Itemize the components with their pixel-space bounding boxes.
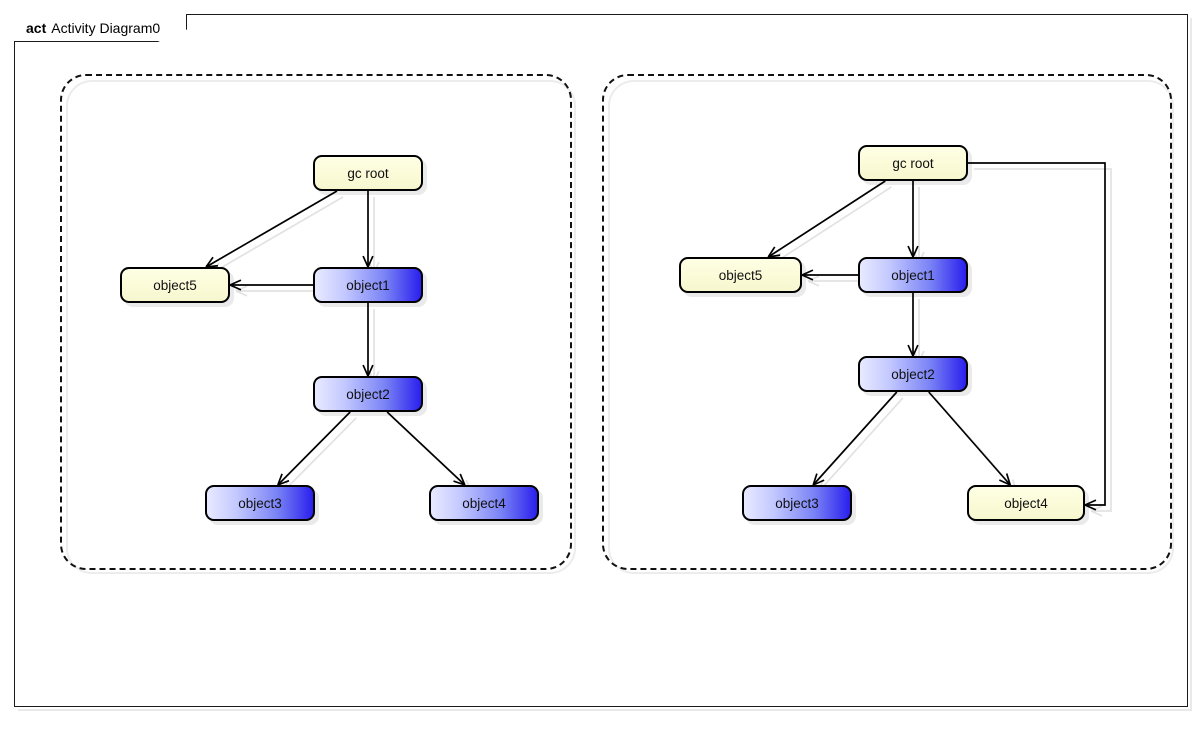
- node-object1[interactable]: object1: [858, 257, 968, 293]
- frame-name: Activity Diagram0: [51, 19, 161, 36]
- node-object4[interactable]: object4: [429, 485, 539, 521]
- right-partition[interactable]: [602, 74, 1172, 570]
- node-object5[interactable]: object5: [679, 257, 802, 293]
- node-gc-root[interactable]: gc root: [313, 155, 423, 191]
- frame-shadow: [18, 18, 1192, 711]
- frame-title-tab: act Activity Diagram0: [14, 14, 188, 42]
- node-object3[interactable]: object3: [205, 485, 315, 521]
- left-partition-shadow: [66, 80, 576, 574]
- frame-keyword: act: [26, 19, 47, 36]
- node-object4[interactable]: object4: [967, 485, 1085, 521]
- node-object2[interactable]: object2: [858, 356, 968, 392]
- node-gc-root[interactable]: gc root: [858, 145, 968, 181]
- node-object1[interactable]: object1: [313, 267, 423, 303]
- node-object3[interactable]: object3: [742, 485, 852, 521]
- node-object5[interactable]: object5: [120, 267, 230, 303]
- node-object2[interactable]: object2: [313, 376, 423, 412]
- right-partition-shadow: [608, 80, 1174, 574]
- left-partition[interactable]: [60, 74, 572, 570]
